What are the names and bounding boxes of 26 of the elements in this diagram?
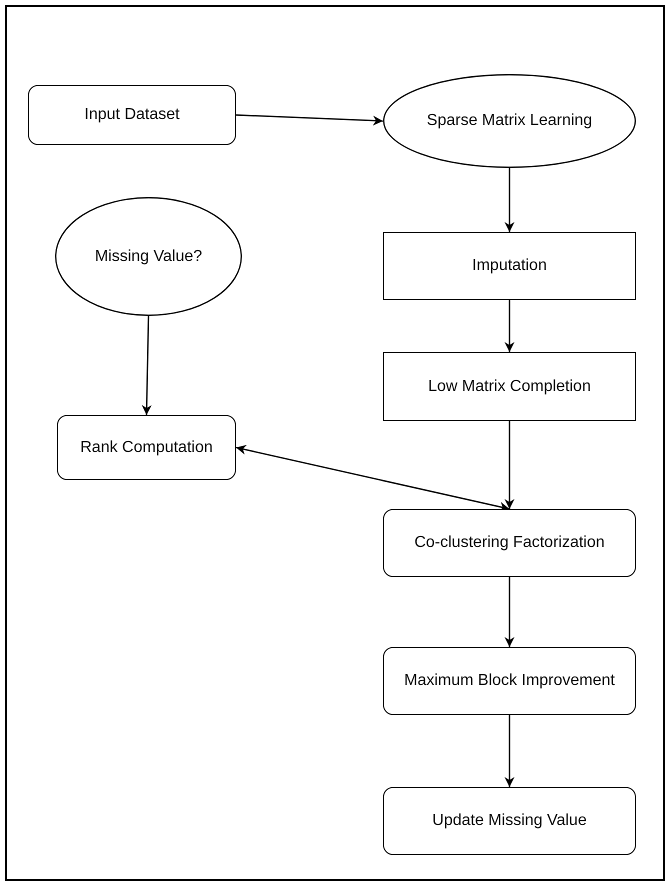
process-box xyxy=(28,85,236,145)
arrow xyxy=(142,316,152,416)
arrow xyxy=(504,421,514,509)
arrow xyxy=(504,715,514,787)
node-label: Co-clustering Factorization xyxy=(413,534,606,552)
process-box xyxy=(383,232,636,300)
node-label: Maximum Block Improvement xyxy=(403,672,616,690)
process-box xyxy=(383,509,636,577)
process-ellipse xyxy=(383,74,636,168)
process-box xyxy=(383,352,636,421)
process-box xyxy=(57,415,236,480)
node-label: Input Dataset xyxy=(83,106,181,124)
arrow xyxy=(236,114,384,126)
node-label: Update Missing Value xyxy=(431,812,588,830)
arrow xyxy=(504,300,514,352)
node-label: Rank Computation xyxy=(79,438,214,456)
arrow xyxy=(504,577,514,647)
node-label: Low Matrix Completion xyxy=(427,378,592,396)
arrow xyxy=(504,168,514,232)
node-label: Missing Value? xyxy=(94,248,204,266)
process-box xyxy=(383,647,636,715)
node-label: Sparse Matrix Learning xyxy=(426,112,594,130)
process-box xyxy=(383,787,636,855)
node-label: Imputation xyxy=(471,257,548,275)
arrow xyxy=(236,444,510,512)
process-ellipse xyxy=(55,197,242,316)
